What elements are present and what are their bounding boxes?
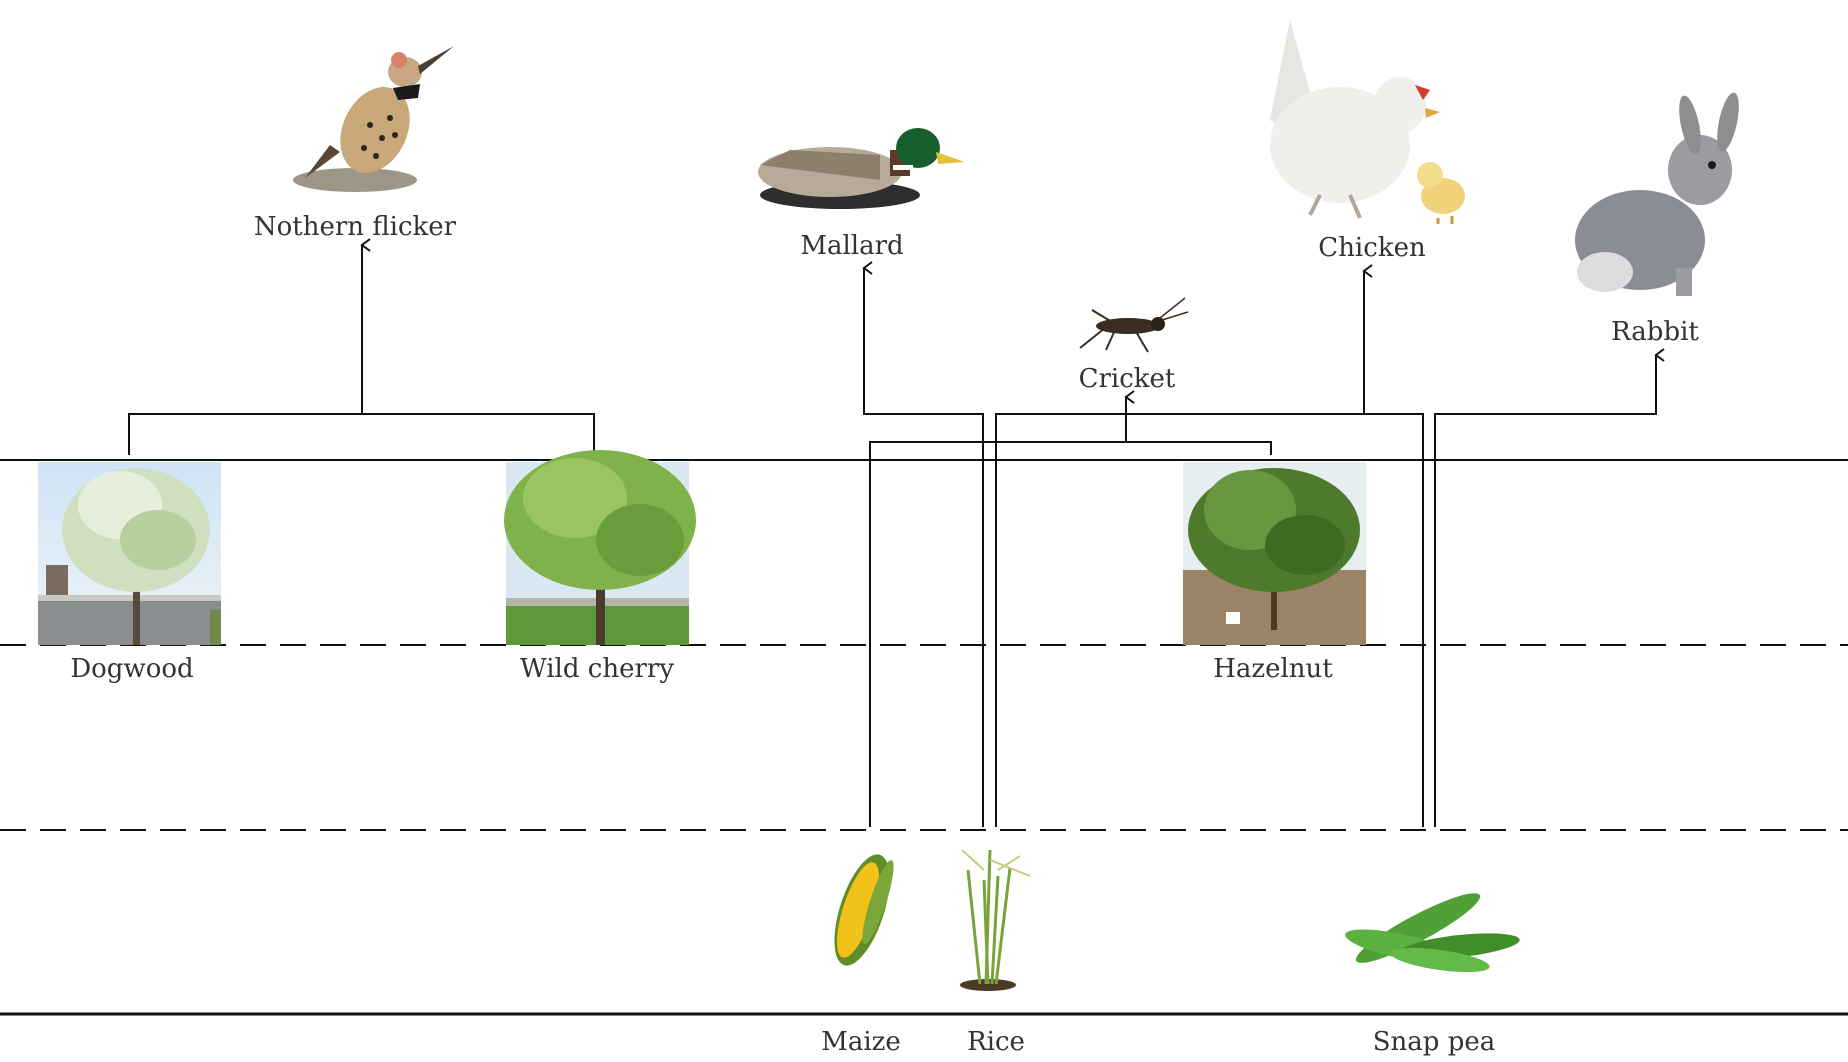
edge-trees-to-flicker (128, 413, 595, 455)
label-rabbit: Rabbit (1611, 317, 1699, 347)
edge-maize-hazelnut (869, 441, 1272, 827)
label-hazelnut: Hazelnut (1213, 654, 1333, 684)
edge-rice-snappea (995, 413, 1424, 827)
labels: Nothern flicker Mallard Chicken Rabbit C… (70, 212, 1699, 1057)
maize-image (834, 854, 894, 966)
dogwood-image (38, 462, 221, 645)
snap-pea-image (1345, 893, 1520, 973)
rice-image (960, 849, 1031, 991)
cricket-image (1079, 297, 1189, 353)
chicken-image (1270, 20, 1465, 224)
mallard-image (758, 128, 965, 209)
rabbit-image (1575, 92, 1739, 296)
label-dogwood: Dogwood (70, 654, 193, 684)
label-wild-cherry: Wild cherry (520, 654, 674, 684)
hazelnut-image (1183, 462, 1366, 645)
label-maize: Maize (821, 1027, 901, 1057)
edge-snappea-to-rabbit (1434, 348, 1665, 827)
level-lines (0, 459, 1848, 1016)
label-northern-flicker: Nothern flicker (254, 212, 457, 242)
edge-rice-to-mallard (862, 261, 984, 827)
label-cricket: Cricket (1079, 364, 1176, 394)
label-snap-pea: Snap pea (1373, 1027, 1496, 1057)
label-chicken: Chicken (1318, 233, 1426, 263)
label-mallard: Mallard (800, 231, 903, 261)
connectors (128, 238, 1665, 827)
wild-cherry-image (504, 450, 696, 645)
northern-flicker-image (293, 46, 454, 192)
label-rice: Rice (967, 1027, 1025, 1057)
